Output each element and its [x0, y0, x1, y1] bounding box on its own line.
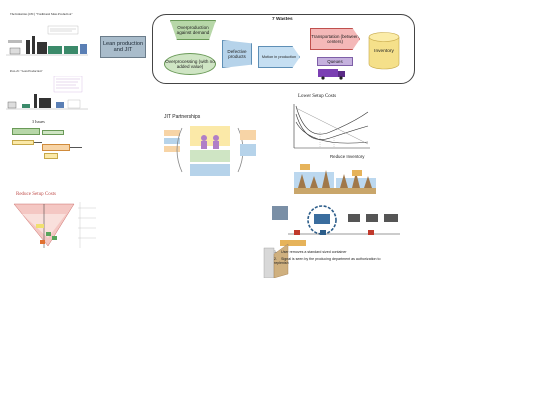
lean-production-title: Lean production and JIT — [102, 40, 144, 53]
waste-inventory: Inventory — [368, 32, 400, 70]
waste-overprocessing: Overprocessing (with no added value) — [164, 53, 216, 75]
issue-box-2 — [42, 130, 64, 135]
factory-illustration-bottom — [6, 76, 88, 110]
inventory-cylinder-icon — [368, 32, 400, 70]
lean-production-box: Lean production and JIT — [100, 36, 146, 58]
waste-overproduction-label: Overproduction against demand — [176, 24, 210, 35]
setup-cost-funnel — [13, 202, 96, 248]
history-title-mid: Post-2C "Lean Production" — [10, 69, 43, 73]
waste-queues: Queues — [317, 57, 353, 66]
waste-queues-label: Queues — [327, 59, 343, 64]
waste-transportation: Transportation (between centers) — [310, 28, 360, 50]
waste-motion: Motion in production — [258, 46, 300, 68]
kanban-step-2-number: 2. — [274, 257, 277, 261]
issue-arrow-2 — [70, 147, 82, 148]
waste-overproduction: Overproduction against demand — [170, 20, 216, 40]
kanban-step-2: 2. Signal is seen by the producing depar… — [274, 257, 386, 265]
kanban-step-1-text: User removes a standard sized container — [281, 250, 347, 254]
jit-partnerships-panel: JIT Partnerships — [160, 114, 260, 180]
waste-defective-label: Defective products — [227, 48, 247, 59]
issue-box-5 — [44, 153, 58, 159]
reduce-inventory-title: Reduce Inventory — [330, 154, 365, 159]
lower-setup-costs-panel: Lower Setup Costs — [290, 94, 376, 152]
waste-overprocessing-label: Overprocessing (with no added value) — [165, 58, 215, 69]
reduce-setup-costs-panel: Reduce Setup Costs — [8, 192, 100, 254]
reduce-inventory-panel: Reduce Inventory — [292, 152, 378, 196]
setup-cost-curves — [293, 104, 370, 149]
seven-wastes-title: 7 Wastes — [272, 17, 293, 22]
kanban-step-1: 1. User removes a standard sized contain… — [274, 250, 394, 254]
issues-title: 3 Issues — [32, 119, 45, 124]
inventory-water-illustration — [294, 164, 376, 194]
kanban-step-1-number: 1. — [274, 250, 277, 254]
kanban-panel — [250, 204, 410, 278]
issue-arrow-1 — [34, 142, 42, 143]
factory-illustration-top — [6, 25, 88, 56]
lower-setup-costs-title: Lower Setup Costs — [298, 94, 337, 99]
waste-transportation-label: Transportation (between centers) — [311, 33, 359, 44]
issues-panel: 3 Issues — [6, 120, 98, 172]
issue-box-4 — [42, 144, 70, 151]
jit-partnership-diagram — [164, 126, 256, 176]
history-panel: The Industries (18C) "Traditional Mass P… — [6, 10, 88, 118]
waste-inventory-label: Inventory — [374, 48, 394, 54]
waste-motion-label: Motion in production — [261, 54, 297, 59]
issue-box-3 — [12, 140, 34, 145]
issue-box-1 — [12, 128, 40, 135]
reduce-setup-costs-title: Reduce Setup Costs — [16, 192, 56, 197]
history-title-top: The Industries (18C) "Traditional Mass P… — [10, 12, 73, 16]
kanban-step-2-text: Signal is seen by the producing departme… — [274, 257, 381, 266]
kanban-flow-diagram — [263, 205, 400, 278]
truck-icon — [318, 69, 345, 80]
waste-defective: Defective products — [222, 40, 252, 68]
jit-partnerships-title: JIT Partnerships — [164, 114, 201, 120]
